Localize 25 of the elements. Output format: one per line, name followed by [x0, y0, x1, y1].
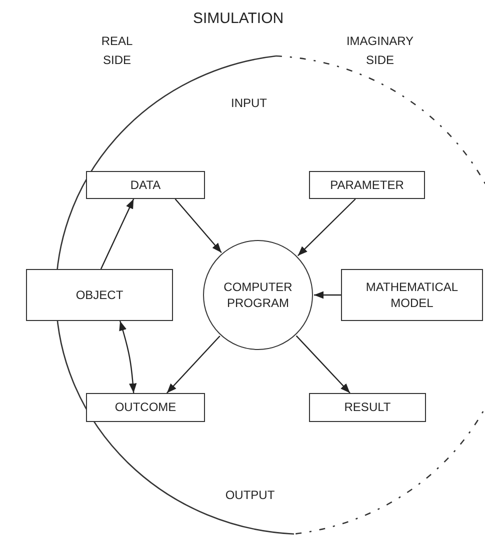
process-box	[86, 171, 205, 199]
diagram-title: SIMULATION	[193, 10, 284, 27]
process-box	[309, 171, 425, 199]
node-label: RESULT	[344, 399, 391, 416]
region-label: OUTPUT	[224, 487, 276, 504]
process-box	[26, 269, 173, 321]
process-box	[341, 269, 483, 321]
region-label: IMAGINARY SIDE	[345, 33, 415, 70]
arrow	[119, 320, 137, 394]
arrow	[100, 198, 134, 270]
process-box	[86, 393, 205, 422]
arrow	[166, 336, 220, 394]
arrow	[174, 198, 222, 253]
node-label: MATHEMATICAL MODEL	[364, 278, 460, 312]
process-box	[309, 393, 426, 422]
arrow	[314, 291, 341, 299]
arrow	[296, 335, 350, 394]
arrow	[297, 198, 356, 256]
region-label: INPUT	[230, 95, 268, 112]
node-label: DATA	[130, 176, 161, 194]
node-label: OBJECT	[76, 286, 124, 304]
node-label: PARAMETER	[330, 176, 404, 194]
node-label: OUTCOME	[114, 399, 176, 416]
region-label: REAL SIDE	[100, 33, 134, 70]
node-label: COMPUTER PROGRAM	[222, 278, 294, 312]
